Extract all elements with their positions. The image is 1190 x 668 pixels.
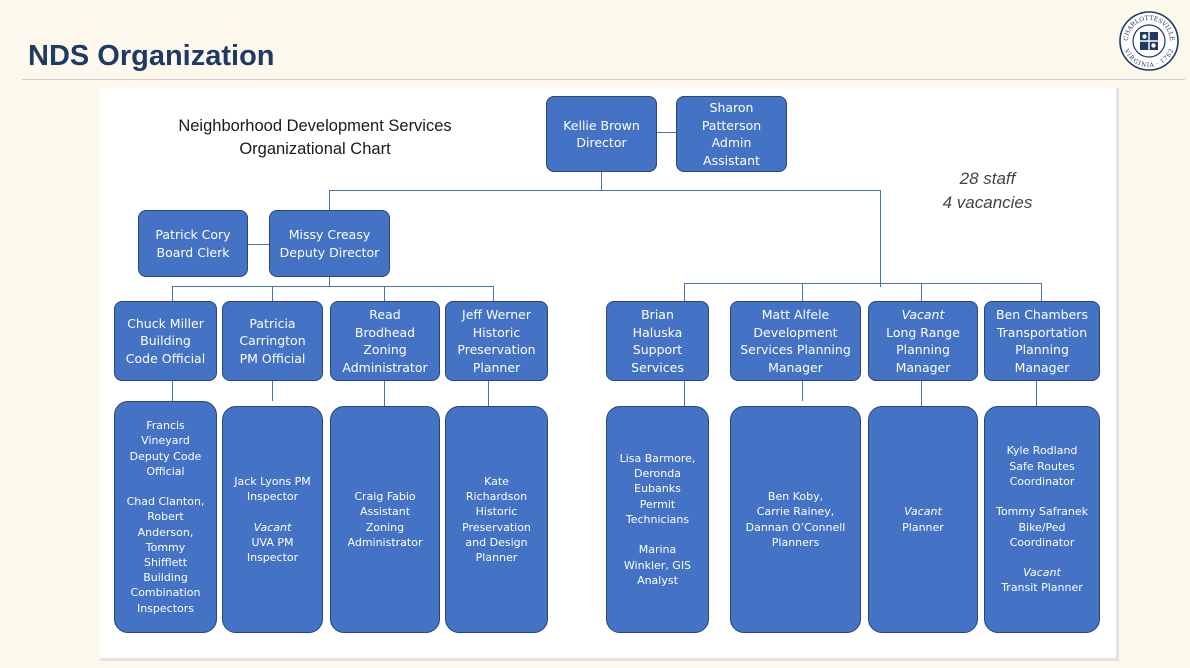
- connector-line: [172, 286, 174, 301]
- connector-line: [248, 244, 269, 246]
- connector-line: [488, 381, 490, 406]
- org-box-pm-official: Patricia Carrington PM Official: [222, 301, 323, 381]
- org-box-deputy-director: Missy Creasy Deputy Director: [269, 210, 390, 277]
- org-staff-long-range: Vacant Planner: [868, 406, 978, 633]
- staff-count-note: 28 staff 4 vacancies: [942, 169, 1033, 212]
- connector-line: [1041, 283, 1043, 301]
- connector-line: [272, 381, 274, 401]
- title-divider: [22, 79, 1185, 80]
- connector-line: [172, 381, 174, 401]
- org-box-zoning-administrator: Read Brodhead Zoning Administrator: [330, 301, 440, 381]
- connector-line: [921, 283, 923, 301]
- org-box-development-services: Matt Alfele Development Services Plannin…: [730, 301, 861, 381]
- connector-line: [657, 132, 676, 134]
- org-box-transportation-planning: Ben Chambers Transportation Planning Man…: [984, 301, 1100, 381]
- org-staff-support-services: Lisa Barmore, Deronda Eubanks Permit Tec…: [606, 406, 709, 633]
- connector-line: [601, 172, 603, 190]
- connector-line: [684, 381, 686, 406]
- connector-line: [684, 283, 686, 301]
- connector-line: [329, 190, 331, 210]
- connector-line: [921, 381, 923, 406]
- connector-line: [802, 283, 804, 301]
- org-box-long-range-planning: Vacant Long Range Planning Manager: [868, 301, 978, 381]
- org-box-board-clerk: Patrick Cory Board Clerk: [138, 210, 248, 277]
- connector-line: [684, 283, 1042, 285]
- slide-title: NDS Organization: [28, 40, 275, 72]
- org-staff-zoning: Craig Fabio Assistant Zoning Administrat…: [330, 406, 440, 633]
- connector-line: [802, 381, 804, 401]
- connector-line: [384, 286, 386, 301]
- org-box-historic-preservation: Jeff Werner Historic Preservation Planne…: [445, 301, 548, 381]
- org-box-director: Kellie Brown Director: [546, 96, 657, 172]
- org-staff-historic: Kate Richardson Historic Preservation an…: [445, 406, 548, 633]
- org-staff-building-code: Francis Vineyard Deputy Code Official Ch…: [114, 401, 217, 633]
- connector-line: [272, 286, 274, 301]
- org-staff-transportation: Kyle Rodland Safe Routes Coordinator Tom…: [984, 406, 1100, 633]
- connector-line: [329, 190, 881, 192]
- connector-line: [329, 277, 331, 286]
- org-staff-development-services: Ben Koby, Carrie Rainey, Dannan O’Connel…: [730, 406, 861, 633]
- org-chart-title: Neighborhood Development Services Organi…: [178, 117, 452, 158]
- connector-line: [384, 381, 386, 406]
- org-box-building-code-official: Chuck Miller Building Code Official: [114, 301, 217, 381]
- org-box-admin-assistant: Sharon Patterson Admin Assistant: [676, 96, 787, 172]
- connector-line: [172, 286, 494, 288]
- connector-line: [493, 286, 495, 301]
- org-box-support-services: Brian Haluska Support Services: [606, 301, 709, 381]
- connector-line: [880, 190, 882, 287]
- org-staff-pm-official: Jack Lyons PM Inspector Vacant UVA PM In…: [222, 406, 323, 633]
- connector-line: [1036, 381, 1038, 406]
- city-seal-logo: CHARLOTTESVILLE VIRGINIA · 1762: [1119, 11, 1179, 71]
